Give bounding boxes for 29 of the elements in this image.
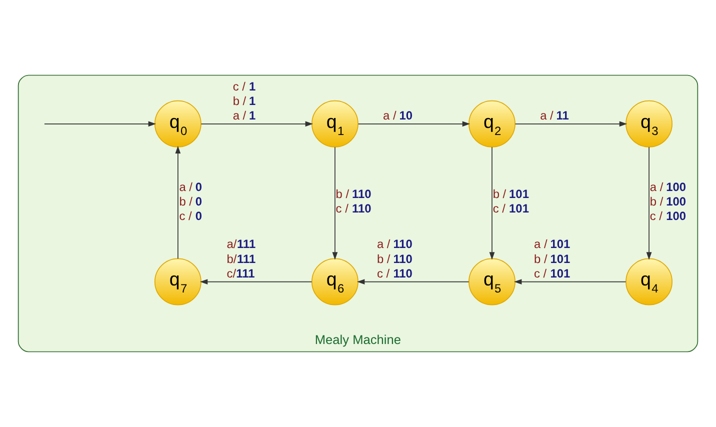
edge-label: a / 10 xyxy=(383,108,413,122)
arrow xyxy=(489,146,495,260)
node-circle: q$_{6}$ xyxy=(311,258,358,306)
edge-label: a / 100 b / 100 c / 100 xyxy=(650,180,686,224)
node-circle: q$_{3}$ xyxy=(626,100,672,148)
node-circle: q$_{4}$ xyxy=(626,258,672,306)
arrow xyxy=(646,146,652,260)
arrow xyxy=(200,121,313,127)
arrow xyxy=(514,279,626,284)
arrow xyxy=(514,121,628,127)
arrow xyxy=(356,279,470,284)
edge-label: c / 1 b / 1 a / 1 xyxy=(232,79,256,122)
edge-label: a / 101 b / 101 c / 101 xyxy=(534,237,570,280)
arrow xyxy=(175,146,181,260)
edge-label: b / 101 c / 101 xyxy=(492,186,529,216)
edge-label: a/111 b/111 c/111 xyxy=(226,237,256,280)
node-circle: q$_{2}$ xyxy=(468,100,516,148)
edge-label: b / 110 c / 110 xyxy=(336,186,372,216)
node-circle: q$_{5}$ xyxy=(468,258,516,306)
node-circle: q$_{1}$ xyxy=(311,100,358,148)
edge-label: a / 110 b / 110 c / 110 xyxy=(376,237,412,280)
arrow xyxy=(44,121,156,127)
arrow xyxy=(200,279,312,284)
arrow xyxy=(332,146,338,260)
edge-label: a / 11 xyxy=(540,108,569,122)
node-circle: q$_{0}$ xyxy=(154,100,202,148)
node-circle: q$_{7}$ xyxy=(154,258,202,306)
arrow xyxy=(358,121,470,127)
edge-label: a / 0 b / 0 c / 0 xyxy=(179,180,202,224)
